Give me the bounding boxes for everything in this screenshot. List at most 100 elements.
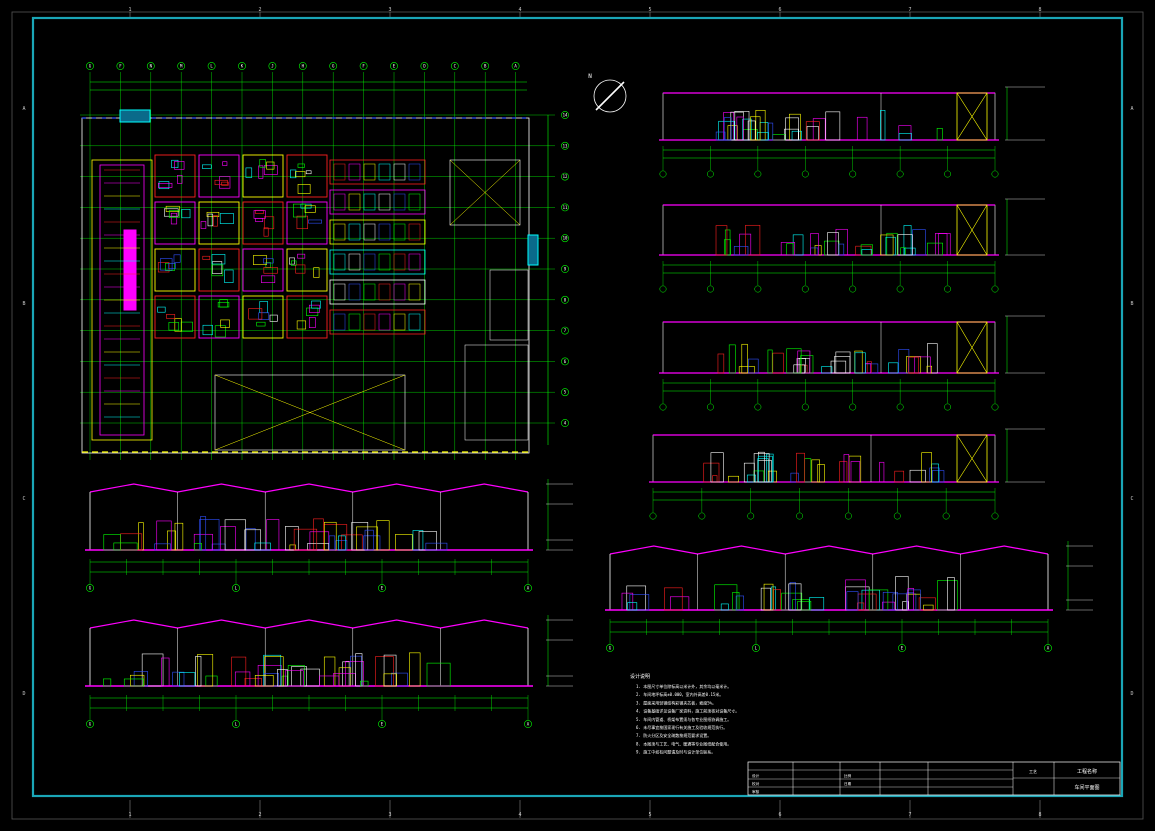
elevation-equipment (718, 120, 735, 141)
process-tank (363, 223, 376, 241)
equipment-detail (258, 165, 264, 179)
edge-mark-bottom: 8 (1038, 812, 1041, 818)
elevation-equipment (786, 348, 802, 374)
equipment-unit (198, 154, 240, 198)
equipment-unit (154, 248, 196, 292)
section-equipment (882, 591, 898, 611)
edge-mark-top: 5 (648, 7, 651, 13)
section-equipment (179, 672, 196, 687)
axis-label: C (454, 64, 457, 69)
equipment-detail (170, 212, 178, 225)
axis-bubble (511, 62, 520, 70)
section-equipment (197, 654, 214, 687)
equipment-detail (258, 312, 270, 320)
section-equipment (254, 542, 271, 551)
equipment-unit (198, 295, 240, 339)
axis-label: J (271, 64, 273, 69)
elevation-equipment (715, 225, 728, 256)
process-tank (348, 163, 361, 181)
elevation-equipment (724, 229, 731, 256)
process-tank (333, 163, 346, 181)
outer-border (11, 11, 1144, 820)
equipment-detail (308, 317, 316, 328)
elevation-axis-bubble (706, 170, 714, 178)
process-tank (378, 223, 391, 241)
axis-label: 14 (563, 113, 568, 118)
equipment-detail (297, 163, 305, 168)
process-tank (393, 283, 406, 301)
axis-label: F (362, 64, 365, 69)
brace (956, 92, 988, 141)
elevation-equipment (748, 358, 759, 374)
elevation-equipment (746, 474, 756, 483)
equipment-detail (202, 164, 212, 169)
equipment-detail (157, 262, 170, 273)
axis-label: G (89, 586, 92, 591)
axis-bubble (238, 62, 246, 70)
elevation-axis-bubble (849, 170, 857, 178)
elevation-equipment (921, 452, 932, 483)
axis-label: E (381, 722, 384, 727)
edge-mark-bottom: 1 (128, 812, 131, 818)
elevation-outline (662, 204, 996, 256)
axis-bubble (561, 326, 569, 335)
equipment-detail (160, 258, 173, 271)
elevation-equipment (854, 350, 863, 374)
axis-label: E (393, 64, 396, 69)
elevation-equipment (817, 464, 825, 483)
axis-bubble (298, 62, 307, 70)
storage-area-cross (449, 159, 521, 226)
elevation-equipment (753, 453, 770, 483)
elevation-equipment (898, 125, 912, 141)
elevation-equipment (821, 366, 833, 374)
process-tank-row (329, 249, 426, 275)
section-equipment (172, 671, 185, 687)
axis-label: 9 (564, 267, 567, 272)
equipment-unit (242, 295, 284, 339)
axis-label: 7 (564, 328, 567, 333)
process-tank (393, 253, 406, 271)
equipment-detail (297, 253, 306, 259)
equipment-unit (286, 248, 328, 292)
axis-bubble (116, 62, 125, 70)
note-line: 8. 本图须与工艺、电气、暖通等专业图纸配合使用。 (636, 740, 731, 746)
elevation-axis-bubble (706, 403, 714, 411)
elevation-equipment (733, 246, 749, 256)
elevation-equipment (854, 352, 866, 374)
axis-label: G (332, 64, 335, 69)
elevation-axis-bubble (991, 170, 999, 178)
elevation-equipment (796, 452, 805, 483)
equipment-detail (259, 159, 266, 168)
section-equipment (328, 535, 336, 551)
equipment-unit (154, 201, 196, 245)
production-line-left (91, 159, 153, 441)
section-equipment (254, 675, 274, 687)
elevation-axis-bubble (944, 285, 952, 293)
equipment-detail (255, 217, 264, 222)
process-tank (408, 163, 421, 181)
elevation-axis-bubble (944, 403, 952, 411)
elevation-axis-bubble (942, 512, 950, 520)
axis-bubble (420, 62, 429, 70)
section-equipment (277, 669, 288, 687)
axis-bubble (329, 62, 338, 70)
elevation-equipment (880, 234, 894, 256)
process-tank (393, 193, 406, 211)
section-equipment (309, 531, 330, 551)
note-line: 9. 施工中如有问题请及时与设计单位联系。 (636, 749, 715, 755)
equipment-detail (308, 219, 322, 224)
process-tank (363, 283, 376, 301)
elevation-equipment (772, 352, 784, 374)
elevation-equipment (715, 131, 726, 141)
equipment-unit (198, 248, 240, 292)
elevation-equipment (861, 249, 873, 256)
process-tank (348, 313, 361, 331)
section-equipment (234, 671, 251, 687)
elevation-axis-bubble (896, 403, 904, 411)
inner-border (31, 16, 1124, 798)
equipment-detail (263, 267, 278, 274)
section-equipment (194, 543, 202, 551)
section-equipment (319, 675, 340, 687)
